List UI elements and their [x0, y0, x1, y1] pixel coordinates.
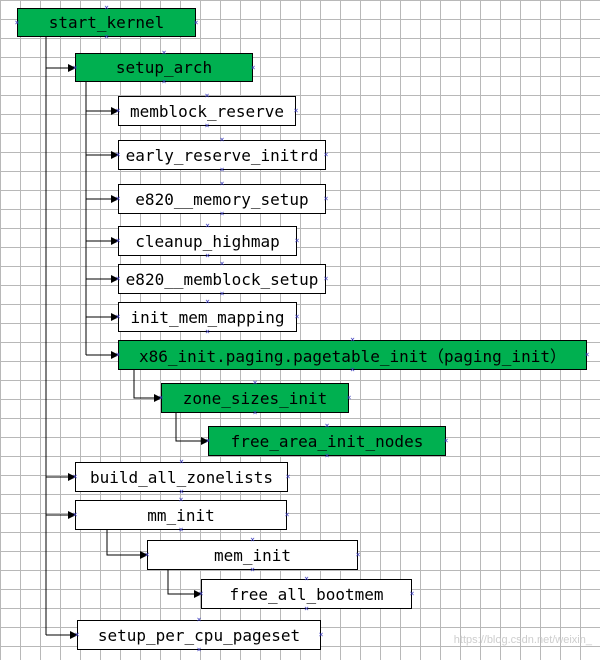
connection-point-mark: ×	[144, 550, 150, 559]
connection-point-mark: ×	[179, 487, 184, 496]
connection-point-mark: ×	[115, 274, 121, 283]
connection-point-mark: ×	[178, 525, 184, 534]
connection-point-mark: ×	[14, 17, 20, 27]
connection-point-mark: ×	[250, 565, 255, 574]
node-early-reserve-initrd: early_reserve_initrd	[118, 140, 326, 170]
connection-point-mark: ×	[219, 259, 225, 268]
node-build-all-zonelists: build_all_zonelists	[75, 462, 288, 492]
connection-point-mark: ×	[72, 62, 78, 72]
connection-point-mark: ×	[72, 472, 78, 481]
connection-point-mark: ×	[323, 194, 329, 203]
connection-point-mark: ×	[196, 615, 202, 624]
connection-point-mark: ×	[250, 535, 255, 544]
node-e820-memory-setup: e820__memory_setup	[118, 184, 326, 214]
connection-point-mark: ×	[74, 630, 80, 639]
connection-point-mark: ×	[205, 436, 211, 445]
connection-point-mark: ×	[115, 106, 121, 115]
node-mm-init: mm_init	[75, 500, 287, 530]
connection-point-mark: ×	[204, 121, 210, 130]
connection-point-mark: ×	[205, 327, 210, 336]
connection-point-mark: ×	[72, 510, 78, 519]
connection-point-mark: ×	[350, 335, 355, 344]
connection-point-mark: ×	[115, 350, 121, 359]
connection-point-mark: ×	[115, 312, 121, 321]
connection-point-mark: ×	[204, 91, 210, 100]
connection-point-mark: ×	[115, 194, 121, 203]
connection-point-mark: ×	[115, 236, 121, 245]
node-setup-per-cpu-pageset: setup_per_cpu_pageset	[77, 620, 321, 650]
connection-point-mark: ×	[323, 150, 329, 159]
connection-point-mark: ×	[193, 17, 199, 27]
connection-point-mark: ×	[284, 510, 290, 519]
connection-point-mark: ×	[219, 179, 225, 188]
connection-point-mark: ×	[323, 274, 329, 283]
connection-point-mark: ×	[350, 365, 355, 374]
connection-point-mark: ×	[219, 135, 225, 144]
connection-point-mark: ×	[161, 77, 167, 86]
connection-point-mark: ×	[409, 589, 415, 598]
connection-point-mark: ×	[252, 408, 258, 417]
connection-point-mark: ×	[318, 630, 324, 639]
edge-to-free-area-init-nodes	[175, 413, 209, 445]
connection-point-mark: ×	[104, 3, 109, 12]
node-cleanup-highmap: cleanup_highmap	[118, 226, 297, 256]
connection-point-mark: ×	[304, 574, 309, 583]
connection-point-mark: ×	[161, 48, 167, 57]
node-free-area-init-nodes: free_area_init_nodes	[208, 426, 446, 456]
connection-point-mark: ×	[205, 251, 210, 260]
connection-point-mark: ×	[250, 62, 256, 72]
edge-to-mem-init	[106, 530, 148, 559]
connection-point-mark: ×	[205, 297, 210, 306]
watermark: https://blog.csdn.net/weixin_	[453, 634, 592, 646]
connection-point-mark: ×	[219, 289, 225, 298]
connection-point-mark: ×	[346, 393, 352, 402]
connection-point-mark: ×	[293, 106, 299, 115]
connection-point-mark: ×	[198, 589, 204, 598]
connection-point-mark: ×	[196, 645, 202, 654]
node-e820-memblock-setup: e820__memblock_setup	[118, 264, 326, 294]
node-setup-arch: setup_arch	[75, 53, 253, 82]
connection-point-mark: ×	[158, 393, 164, 402]
node-zone-sizes-init: zone_sizes_init	[161, 383, 349, 413]
connection-point-mark: ×	[219, 209, 225, 218]
connection-point-mark: ×	[355, 550, 361, 559]
connection-point-mark: ×	[252, 378, 258, 387]
connection-point-mark: ×	[178, 495, 184, 504]
edge-to-free-all-bootmem	[167, 570, 202, 598]
edge-to-zone-sizes-init	[133, 370, 162, 402]
connection-point-mark: ×	[179, 457, 184, 466]
connection-point-mark: ×	[294, 236, 300, 245]
node-init-mem-mapping: init_mem_mapping	[118, 302, 297, 332]
connection-point-mark: ×	[584, 350, 590, 359]
connection-point-mark: ×	[115, 150, 121, 159]
node-mem-init: mem_init	[147, 540, 358, 570]
connection-point-mark: ×	[285, 472, 291, 481]
node-free-all-bootmem: free_all_bootmem	[201, 579, 412, 609]
connection-point-mark: ×	[219, 165, 225, 174]
connection-point-mark: ×	[304, 604, 309, 613]
connection-point-mark: ×	[205, 221, 210, 230]
connection-point-mark: ×	[324, 421, 330, 430]
connection-point-mark: ×	[324, 451, 330, 460]
connection-point-mark: ×	[294, 312, 300, 321]
node-memblock-reserve: memblock_reserve	[118, 96, 296, 126]
node-paging-init: x86_init.paging.pagetable_init（paging_in…	[118, 340, 587, 370]
node-start-kernel: start_kernel	[17, 8, 196, 37]
connection-point-mark: ×	[104, 32, 109, 41]
connection-point-mark: ×	[443, 436, 449, 445]
